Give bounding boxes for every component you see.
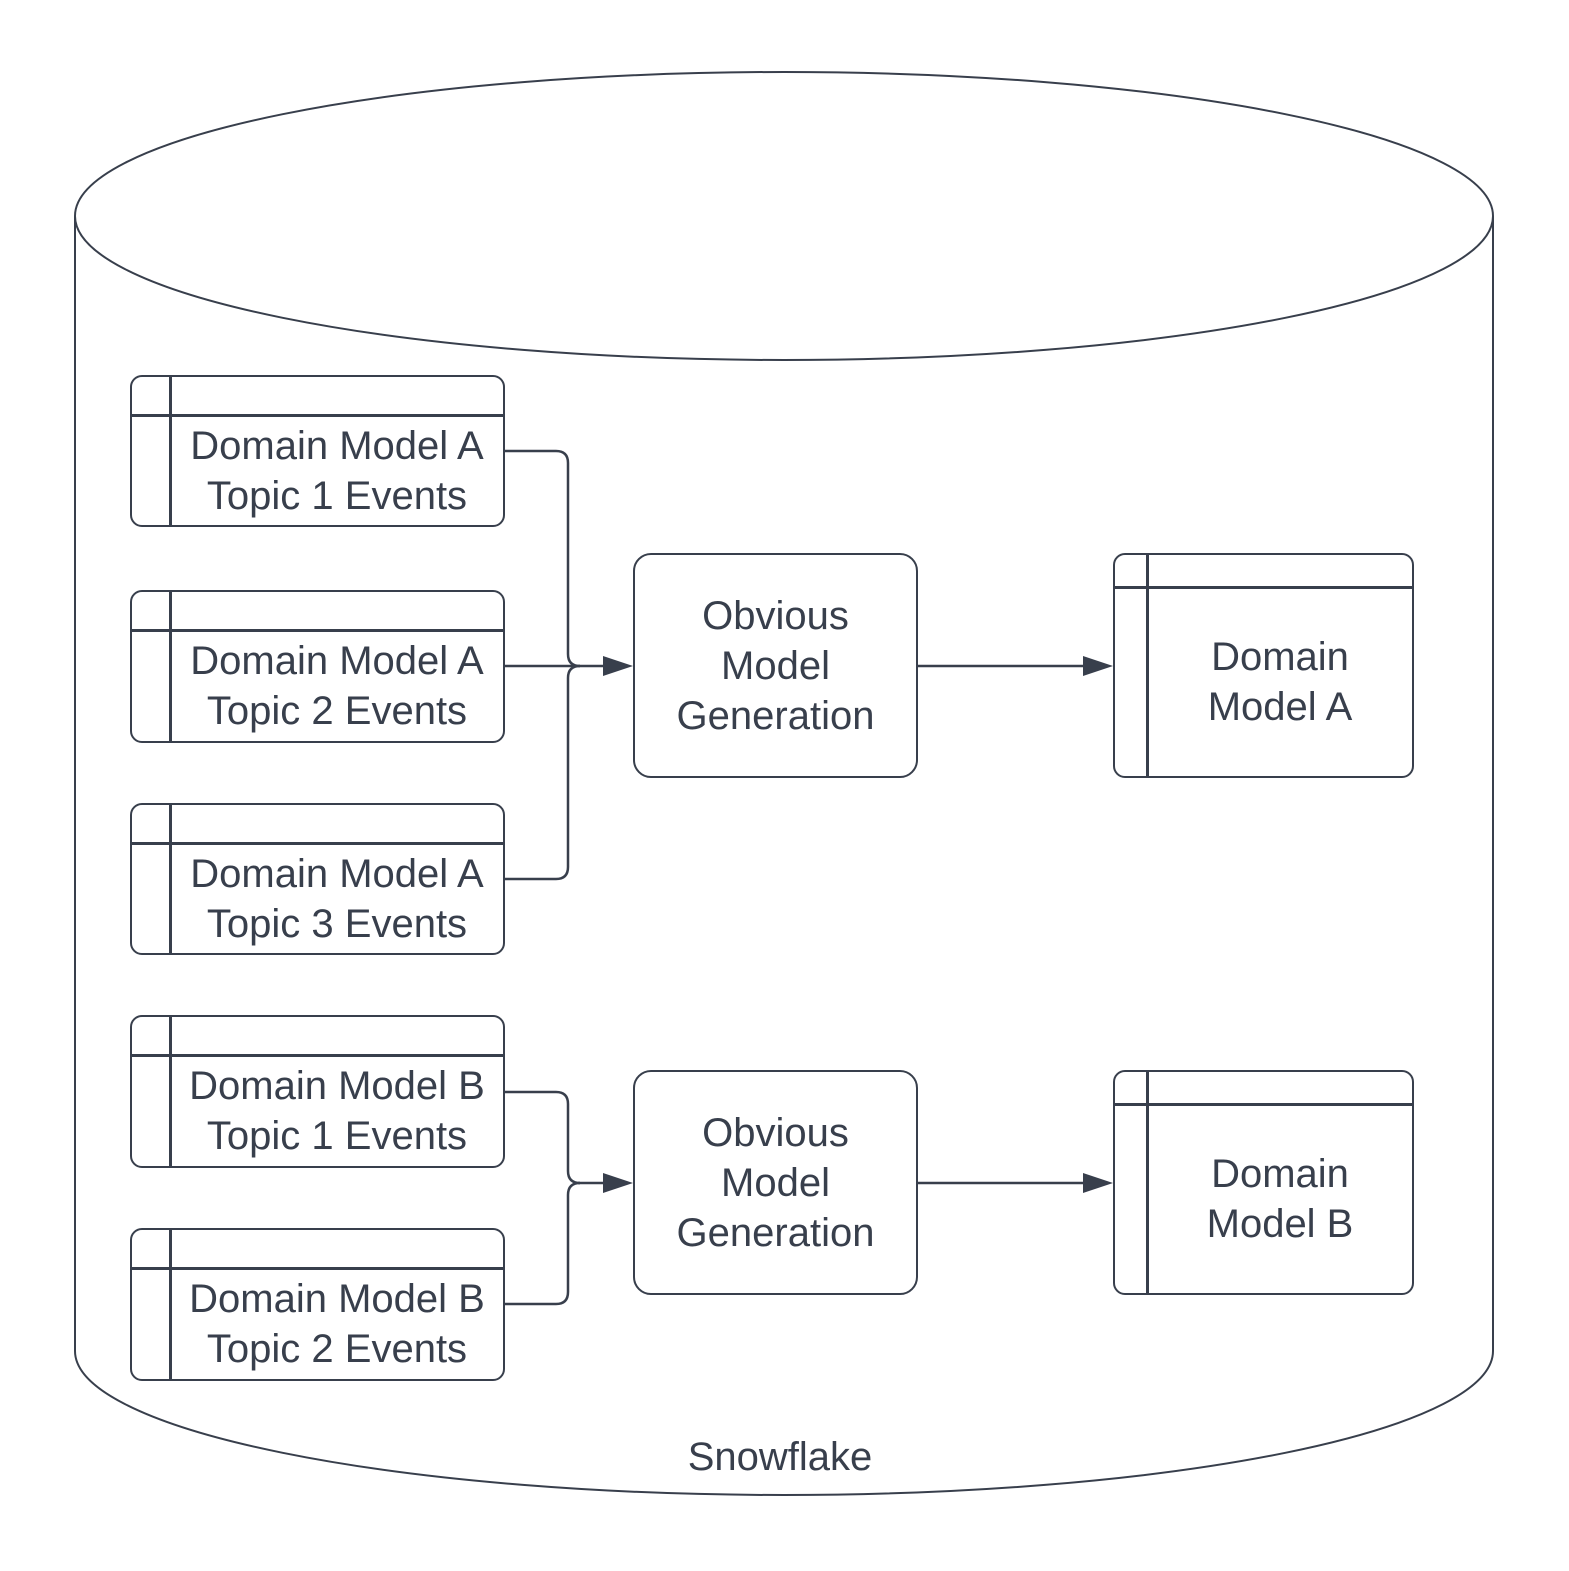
- table-gutter-divider: [169, 1017, 172, 1166]
- table-domain-model-a-topic-1-events: Domain Model A Topic 1 Events: [130, 375, 505, 527]
- table-label: Domain Model B: [1206, 1152, 1354, 1246]
- connector-b1-to-junction: [505, 1090, 581, 1185]
- table-gutter-divider: [1146, 555, 1149, 776]
- table-gutter-divider: [169, 592, 172, 741]
- process-obvious-model-generation-a: Obvious Model Generation: [633, 553, 918, 778]
- table-label: Domain Model A Topic 2 Events: [190, 639, 484, 733]
- table-label: Domain Model B Topic 1 Events: [189, 1064, 485, 1158]
- process-obvious-model-generation-b: Obvious Model Generation: [633, 1070, 918, 1295]
- table-label: Domain Model A Topic 1 Events: [190, 423, 484, 518]
- table-domain-model-b: Domain Model B: [1113, 1070, 1414, 1295]
- cylinder-label-snowflake: Snowflake: [687, 1435, 873, 1479]
- table-gutter-divider: [169, 377, 172, 525]
- table-header-divider: [132, 1054, 503, 1057]
- table-domain-model-b-topic-1-events: Domain Model B Topic 1 Events: [130, 1015, 505, 1168]
- arrowhead-into-output-b-icon: [1083, 1173, 1113, 1193]
- table-header-divider: [132, 1267, 503, 1270]
- table-label: Domain Model B Topic 2 Events: [189, 1277, 485, 1371]
- table-domain-model-a-topic-3-events: Domain Model A Topic 3 Events: [130, 803, 505, 955]
- table-header-divider: [132, 414, 503, 417]
- table-label: Domain Model A: [1207, 635, 1353, 729]
- table-header-divider: [1115, 1103, 1412, 1106]
- connector-a3-to-junction: [505, 664, 581, 881]
- arrowhead-into-process-b-icon: [603, 1173, 633, 1193]
- table-header-divider: [132, 629, 503, 632]
- table-gutter-divider: [1146, 1072, 1149, 1293]
- table-label: Domain Model A Topic 3 Events: [190, 851, 484, 946]
- table-gutter-divider: [169, 805, 172, 953]
- cylinder-top-ellipse: [74, 71, 1494, 361]
- table-domain-model-a-topic-2-events: Domain Model A Topic 2 Events: [130, 590, 505, 743]
- cylinder-body: [74, 216, 1494, 1496]
- table-gutter-divider: [169, 1230, 172, 1379]
- table-header-divider: [132, 842, 503, 845]
- table-domain-model-a: Domain Model A: [1113, 553, 1414, 778]
- connector-b2-to-junction: [505, 1181, 581, 1306]
- arrowhead-into-output-a-icon: [1083, 656, 1113, 676]
- table-header-divider: [1115, 586, 1412, 589]
- table-domain-model-b-topic-2-events: Domain Model B Topic 2 Events: [130, 1228, 505, 1381]
- arrowhead-into-process-a-icon: [603, 656, 633, 676]
- connector-a1-to-junction: [505, 449, 581, 668]
